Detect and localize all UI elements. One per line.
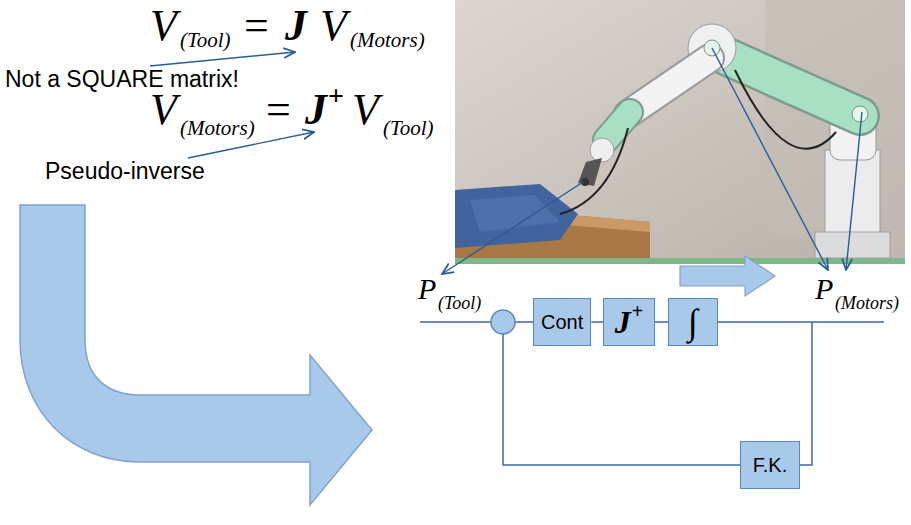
robot-photo	[455, 258, 905, 264]
robot-photo	[560, 128, 628, 214]
leader-arrow	[442, 182, 583, 274]
equation-variable: V	[352, 88, 379, 132]
signal-line	[655, 321, 668, 323]
robot-photo	[455, 0, 905, 264]
leader-arrow	[712, 48, 828, 270]
jacobian-symbol: J	[305, 88, 327, 132]
output-signal-line	[812, 321, 884, 323]
input-signal-line	[420, 321, 491, 323]
equation-subscript: (Motors)	[180, 118, 255, 139]
robot-photo	[852, 106, 868, 122]
signal-subscript: (Motors)	[835, 294, 899, 312]
signal-subscript: (Tool)	[438, 294, 481, 312]
equation-operator: =	[244, 4, 269, 48]
robot-photo	[455, 0, 905, 264]
signal-name: P	[815, 274, 833, 304]
equation-variable: V	[150, 4, 177, 48]
block-label: F.K.	[753, 455, 787, 475]
pseudo-inverse-block: J+	[603, 298, 655, 346]
equation-variable: V	[150, 88, 177, 132]
curved-block-arrow	[20, 205, 372, 505]
block-label: Cont	[541, 312, 583, 332]
block-label: ∫	[688, 304, 698, 340]
annotation: Pseudo-inverse	[45, 160, 205, 183]
pseudo-inverse-superscript: +	[328, 82, 344, 110]
leader-arrow	[150, 52, 295, 66]
robot-photo	[578, 158, 602, 186]
integrator-block: ∫	[668, 298, 718, 346]
signal-line	[591, 321, 603, 323]
block-label: +	[632, 301, 643, 321]
equation-subscript: (Tool)	[180, 30, 231, 51]
equation-operator: =	[266, 88, 291, 132]
robot-photo	[712, 50, 860, 116]
equation-variable: V	[320, 4, 347, 48]
block-label: J	[615, 306, 631, 338]
controller-block: Cont	[533, 298, 591, 346]
robot-photo	[712, 50, 860, 116]
flow-direction-arrow	[680, 256, 775, 296]
leader-arrow	[846, 112, 862, 270]
equation-subscript: (Motors)	[350, 30, 425, 51]
robot-photo	[455, 184, 578, 248]
robot-photo	[815, 232, 890, 258]
robot-photo	[590, 138, 614, 162]
signal-name: P	[418, 274, 436, 304]
robot-photo	[735, 70, 836, 149]
summing-junction	[491, 310, 515, 334]
jacobian-symbol: J	[285, 4, 307, 48]
annotation: Not a SQUARE matrix!	[5, 68, 239, 91]
equation-subscript: (Tool)	[383, 118, 434, 139]
forward-kinematics-block: F.K.	[740, 441, 800, 489]
